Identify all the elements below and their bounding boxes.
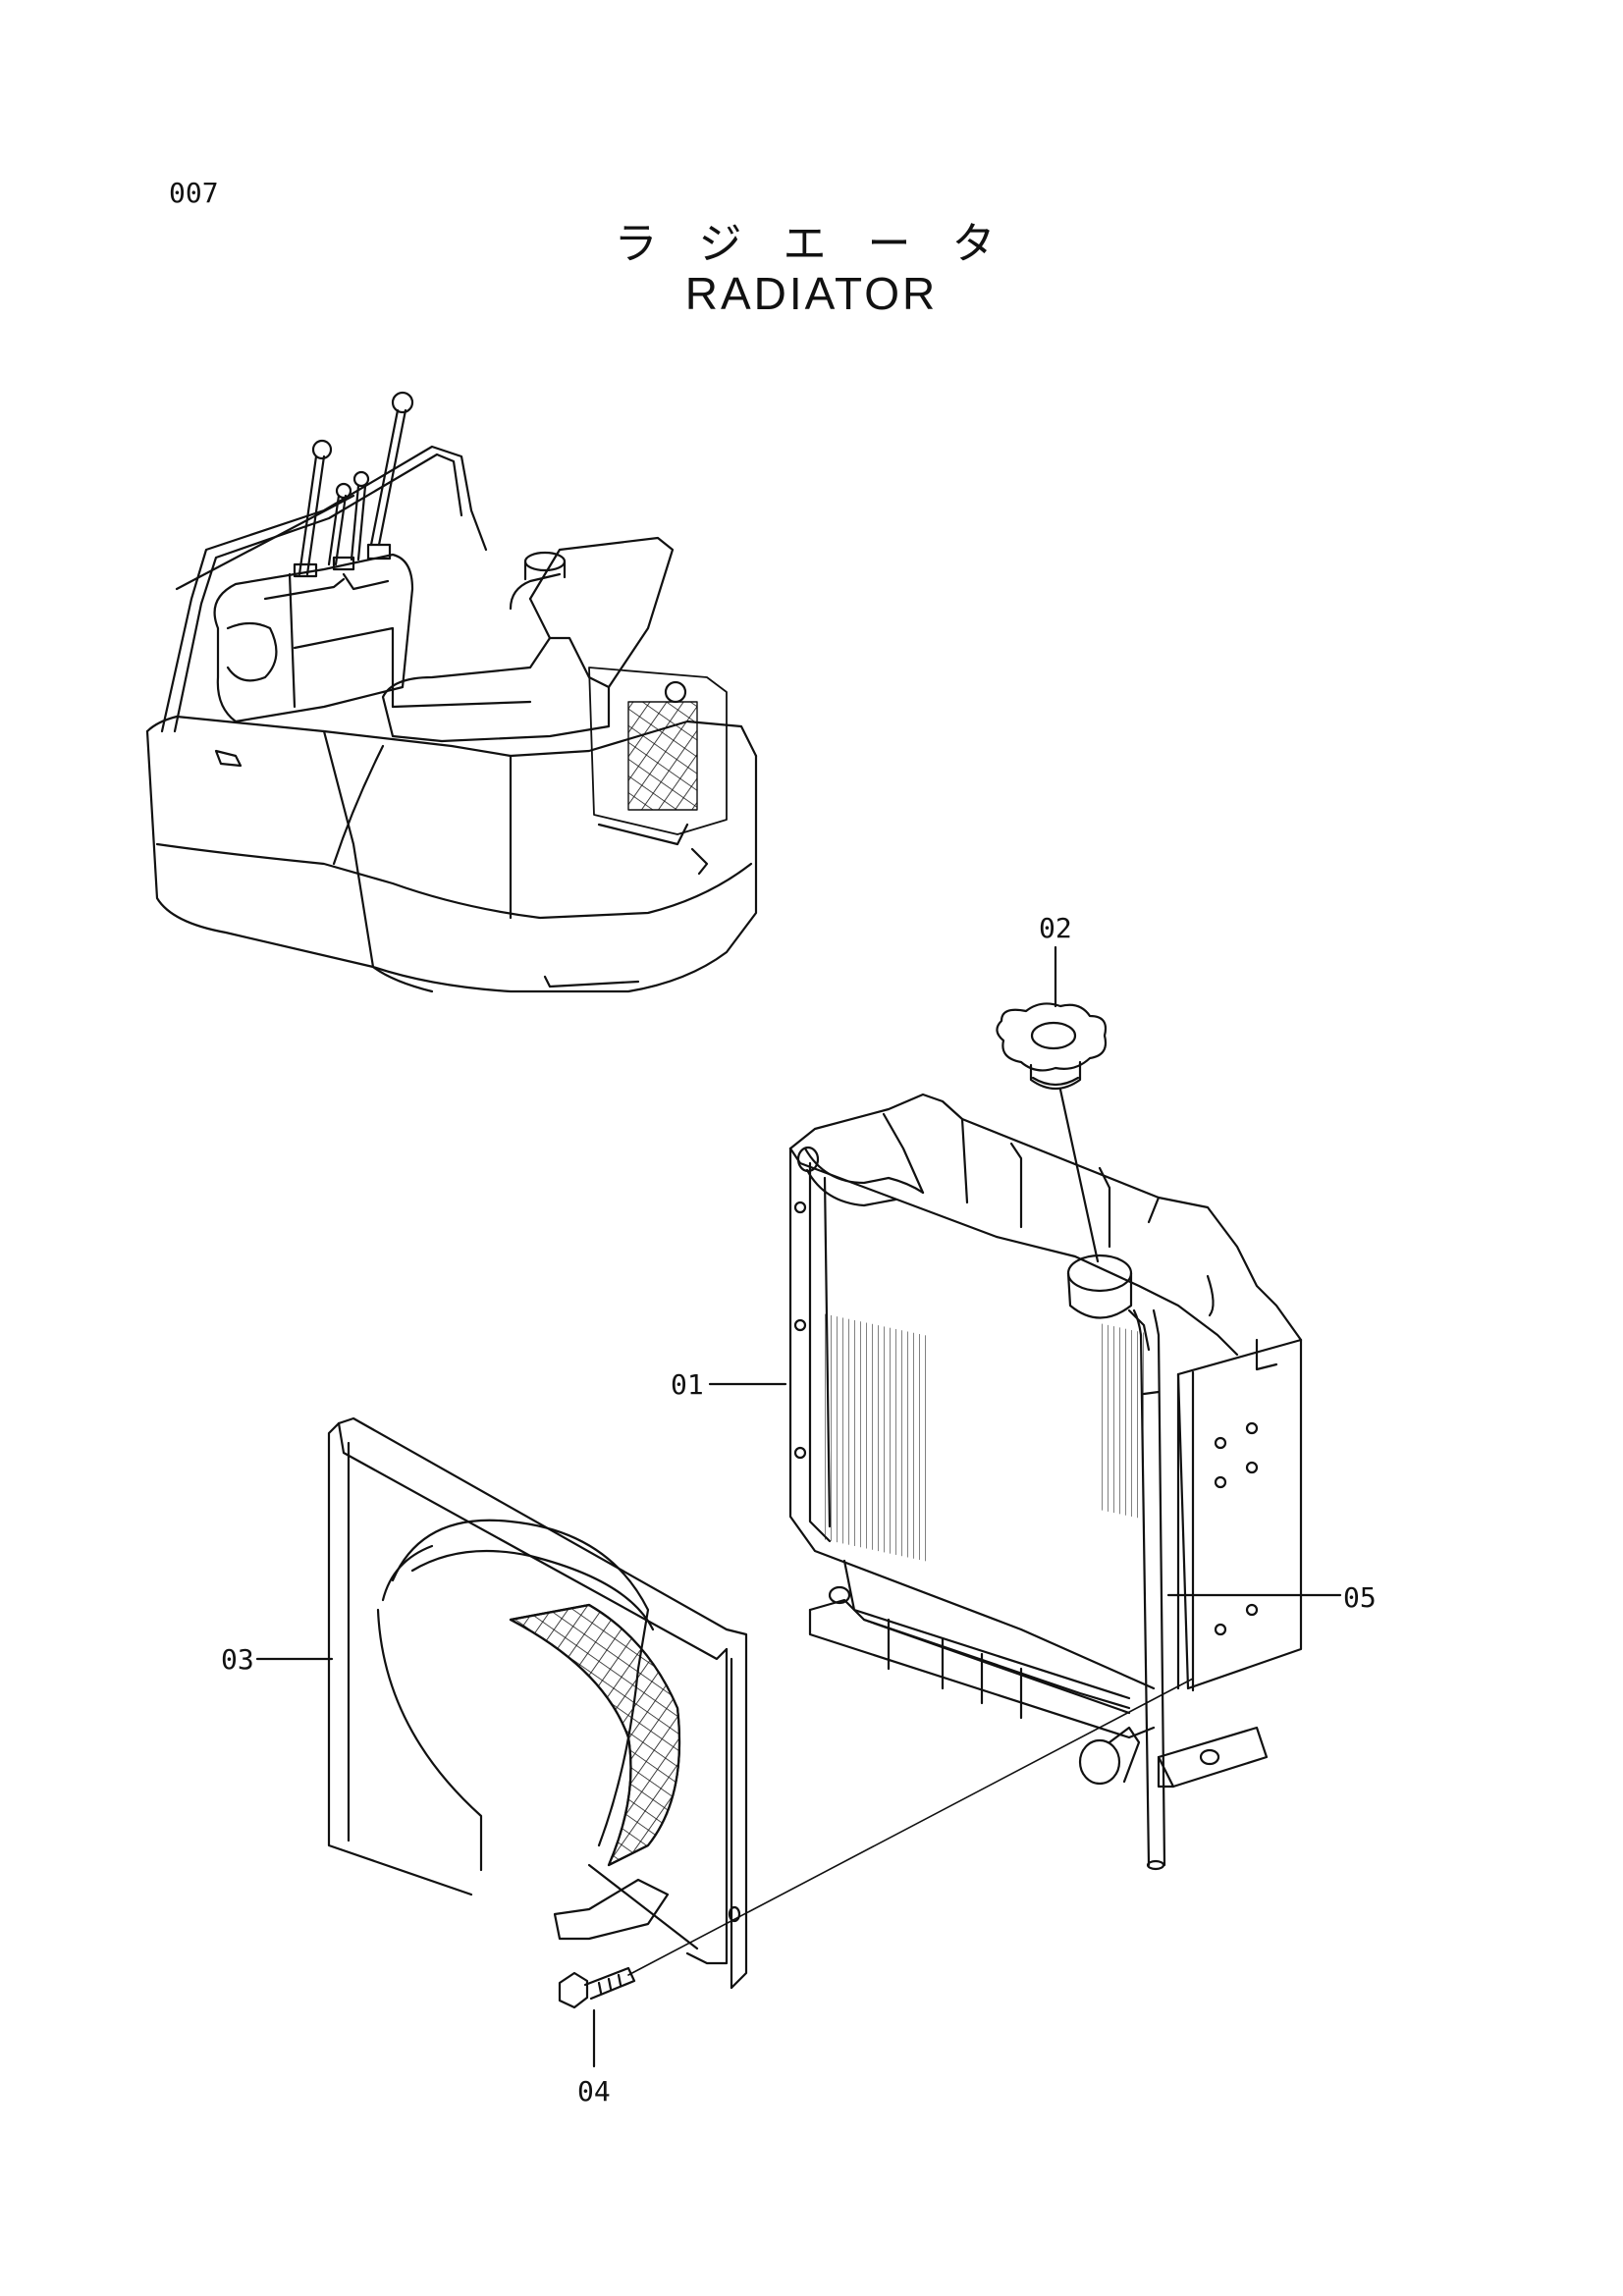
title-japanese: ラ ジ エ ー タ bbox=[614, 219, 1009, 269]
callout-05: 05 bbox=[1343, 1581, 1377, 1614]
callout-01: 01 bbox=[671, 1368, 704, 1401]
leader-cap-to-neck bbox=[1058, 1088, 1100, 1263]
callout-03: 03 bbox=[221, 1643, 254, 1676]
part-05-overflow-hose bbox=[1132, 1308, 1166, 1871]
part-03-fan-shroud bbox=[327, 1416, 748, 1990]
callout-02: 02 bbox=[1039, 912, 1072, 944]
part-04-bolt bbox=[558, 1966, 636, 2009]
title-english: RADIATOR bbox=[684, 268, 939, 319]
bolt-alignment-line bbox=[627, 1678, 1194, 1976]
page-number: 007 bbox=[169, 177, 219, 209]
machine-overview-illustration bbox=[145, 391, 758, 993]
part-02-radiator-cap bbox=[996, 1002, 1108, 1091]
callout-04: 04 bbox=[577, 2075, 611, 2108]
control-levers bbox=[293, 391, 414, 578]
part-01-radiator bbox=[788, 1093, 1303, 1789]
